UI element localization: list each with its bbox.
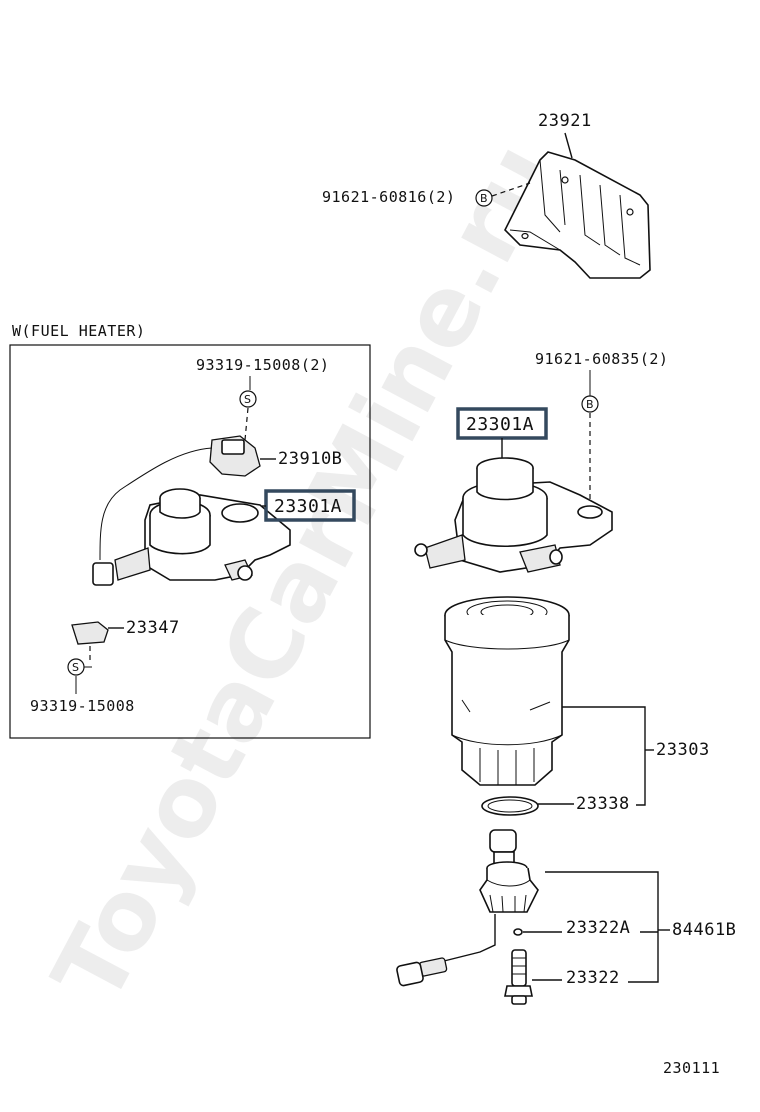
inset-frame <box>9 344 371 739</box>
label-91621-60816: 91621-60816(2) <box>322 188 455 206</box>
label-23910B: 23910B <box>278 449 342 469</box>
drain-plug-23322[interactable] <box>504 949 533 1005</box>
label-93319-15008-2: 93319-15008(2) <box>196 356 329 374</box>
label-23338: 23338 <box>576 794 630 814</box>
symbol-b-top: B <box>475 189 493 207</box>
label-93319-15008: 93319-15008 <box>30 697 135 715</box>
filter-head-inset[interactable] <box>92 488 291 586</box>
symbol-s-inset-top: S <box>239 390 257 408</box>
water-sensor-84461B[interactable] <box>396 829 539 987</box>
label-23301A-main: 23301A <box>466 414 534 435</box>
o-ring-23322A[interactable] <box>513 928 523 936</box>
fuel-filter-23303[interactable] <box>444 596 570 786</box>
symbol-b-main: B <box>581 395 599 413</box>
bracket-23921[interactable] <box>504 151 651 279</box>
label-23322: 23322 <box>566 968 620 988</box>
label-23303: 23303 <box>656 740 710 760</box>
figure-number: 230111 <box>663 1059 720 1077</box>
label-91621-60835: 91621-60835(2) <box>535 350 668 368</box>
svg-text:B: B <box>480 192 488 205</box>
svg-text:S: S <box>244 393 251 406</box>
filter-head-main[interactable] <box>414 457 613 573</box>
label-23347: 23347 <box>126 618 180 638</box>
inset-title: W(FUEL HEATER) <box>12 322 145 340</box>
svg-text:B: B <box>586 398 594 411</box>
label-23301A-inset: 23301A <box>274 496 342 517</box>
sensor-23910B[interactable] <box>99 435 261 561</box>
o-ring-23338[interactable] <box>481 796 539 816</box>
svg-text:S: S <box>72 661 79 674</box>
clip-23347[interactable] <box>71 621 109 645</box>
label-84461B: 84461B <box>672 920 736 940</box>
label-23322A: 23322A <box>566 918 630 938</box>
label-23921: 23921 <box>538 111 592 131</box>
symbol-s-inset-bottom: S <box>67 658 85 676</box>
